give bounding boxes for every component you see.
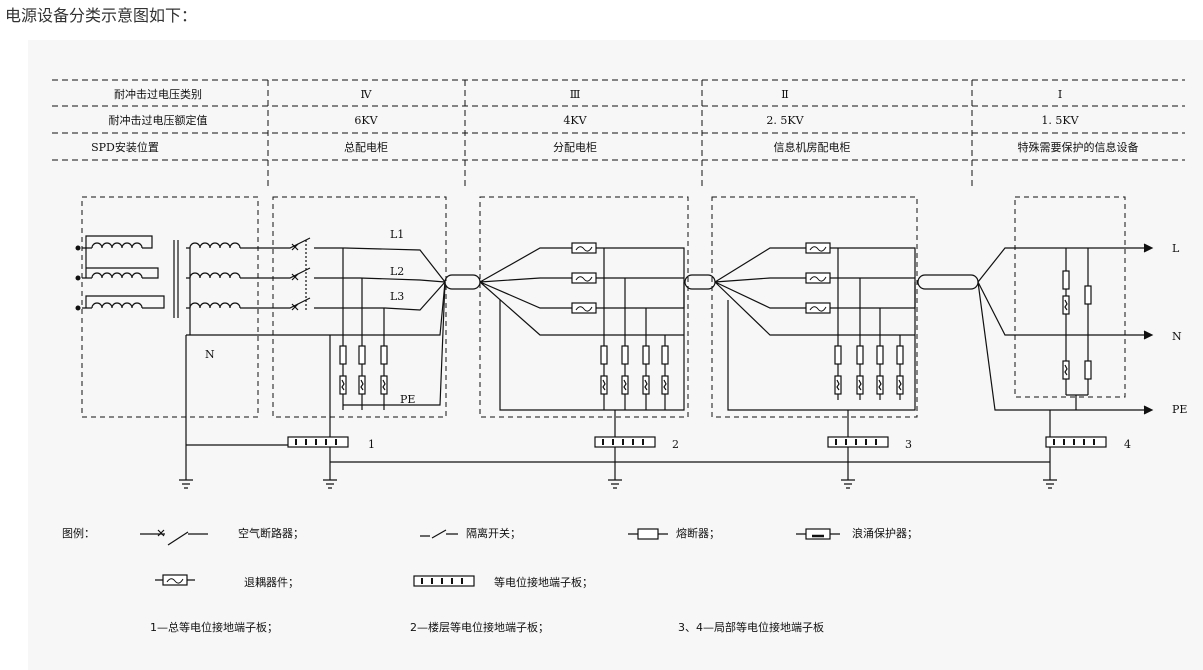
it-cabinet-wiring (714, 247, 916, 440)
bar-number-3: 3 (905, 438, 912, 451)
line-label-l2: L2 (390, 265, 404, 278)
legend-title: 图例： (62, 526, 95, 540)
location-main: 总配电柜 (344, 140, 388, 154)
equipotential-bars (287, 436, 1107, 448)
special-device-wiring (977, 243, 1154, 440)
bar-symbol (413, 575, 475, 587)
legend-surge: 浪涌保护器； (852, 526, 918, 540)
ground-symbols (179, 479, 1057, 489)
sub-cabinet-devices (571, 242, 669, 395)
main-cabinet-spd (339, 345, 388, 395)
legend-bar: 等电位接地端子板； (494, 575, 593, 589)
rating-6kv: 6KV (354, 114, 378, 127)
location-it-room: 信息机房配电柜 (774, 140, 851, 154)
row-label-category: 耐冲击过电压类别 (114, 87, 202, 101)
rating-1-5kv: 1. 5KV (1041, 114, 1079, 127)
legend-note-2: 2—楼层等电位接地端子板； (410, 620, 549, 634)
legend-fuse: 熔断器； (676, 526, 720, 540)
legend-decoupler: 退耦器件； (244, 576, 299, 589)
header-categories: Ⅳ Ⅲ Ⅱ Ⅰ (361, 88, 1063, 101)
out-label-pe: PE (1172, 403, 1187, 416)
bar-number-2: 2 (672, 438, 679, 451)
ground-wiring (185, 444, 1051, 480)
decoupler-icon (162, 574, 188, 586)
special-device-spd (1062, 270, 1092, 380)
header-locations: 总配电柜 分配电柜 信息机房配电柜 特殊需要保护的信息设备 (344, 140, 1139, 154)
legend-breaker: 空气断路器； (238, 526, 304, 540)
main-cabinet-wiring (186, 237, 446, 440)
out-label-l: L (1172, 242, 1180, 255)
location-sub: 分配电柜 (553, 141, 597, 154)
fuse-symbol (628, 528, 668, 540)
rating-2-5kv: 2. 5KV (766, 114, 804, 127)
bar-number-4: 4 (1124, 438, 1131, 451)
line-label-l3: L3 (390, 290, 404, 303)
location-special: 特殊需要保护的信息设备 (1018, 140, 1139, 154)
line-label-l1: L1 (390, 228, 404, 241)
row-label-location: SPD安装位置 (91, 140, 159, 154)
special-device-box (1014, 196, 1126, 398)
category-iv: Ⅳ (361, 88, 373, 101)
rating-4kv: 4KV (563, 114, 587, 127)
legend-note-3: 3、4—局部等电位接地端子板 (678, 620, 824, 634)
enclosures (81, 196, 1126, 418)
bar-ticks (295, 439, 1095, 445)
main-cabinet-box (272, 196, 447, 418)
category-i: Ⅰ (1058, 88, 1062, 101)
legend-isolator: 隔离开关； (466, 526, 521, 540)
sub-cabinet-box (479, 196, 689, 418)
isolator-symbol (420, 529, 458, 539)
pe-label: PE (400, 393, 415, 406)
diagram-panel (28, 40, 1203, 670)
header-ratings: 6KV 4KV 2. 5KV 1. 5KV (354, 114, 1079, 127)
transformer (82, 235, 241, 445)
row-label-rating: 耐冲击过电压额定值 (109, 113, 208, 127)
page-title: 电源设备分类示意图如下： (5, 6, 198, 25)
transformer-box (81, 196, 259, 418)
it-cabinet-devices (805, 242, 904, 395)
legend-note-1: 1—总等电位接地端子板； (150, 620, 278, 634)
category-ii: Ⅱ (781, 88, 788, 101)
breaker-symbol (140, 529, 208, 546)
it-cabinet-box (711, 196, 918, 418)
bar-number-1: 1 (368, 438, 375, 451)
header-row-labels: 耐冲击过电压类别 耐冲击过电压额定值 SPD安装位置 (91, 87, 207, 154)
header-table (52, 79, 1185, 186)
out-label-n: N (1172, 330, 1182, 343)
category-iii: Ⅲ (570, 88, 581, 101)
legend: 图例： 空气断路器； 隔离开关； 熔断器； 浪涌保护器； 退耦器件； 等电位接地… (62, 526, 918, 634)
neutral-label: N (205, 348, 215, 361)
surge-protector-symbol (796, 528, 840, 540)
